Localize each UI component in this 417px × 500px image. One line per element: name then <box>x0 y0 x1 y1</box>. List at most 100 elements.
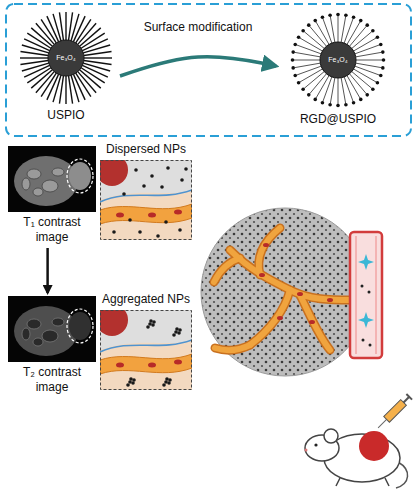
tumor-illustration-part <box>356 236 357 354</box>
particle-symbol-part-part <box>338 16 339 42</box>
particle-name: USPIO <box>18 108 114 123</box>
tumor-illustration-part-part <box>263 243 269 247</box>
inset-illustration-part-part <box>116 363 124 368</box>
mri-scan-part <box>67 159 93 193</box>
mouse-illustration-part <box>314 443 317 446</box>
particle-symbol-part-part <box>371 87 375 91</box>
inset-illustration-part-part <box>178 328 182 332</box>
particle-symbol-part-part <box>352 15 356 19</box>
inset-illustration-part-part <box>178 228 182 232</box>
inset-illustration-part-part <box>116 213 124 218</box>
tumor-illustration-part <box>361 285 372 347</box>
mri-scan-part <box>8 146 96 212</box>
particle-symbol-part-part <box>20 61 48 65</box>
tumor-illustration-part-part <box>277 316 283 320</box>
mouse-illustration-part-part <box>378 419 386 427</box>
mri-scan-part <box>52 318 64 326</box>
inset-illustration-part-part <box>160 185 164 189</box>
inset-illustration-part-part <box>168 378 172 382</box>
inset-illustration-part <box>100 310 192 390</box>
inset-illustration <box>100 310 192 390</box>
inset-illustration-part-part <box>152 320 156 324</box>
inset-view: Aggregated NPs <box>100 292 192 390</box>
mri-image: T₂ contrast image <box>8 296 96 395</box>
inset-illustration-part-part <box>138 230 142 234</box>
mri-scan <box>8 296 96 362</box>
particle-symbol-part-part <box>328 13 332 17</box>
particle-symbol-part-part <box>352 101 356 105</box>
particle-symbol-part-part <box>84 51 112 55</box>
mri-scan-part <box>69 162 91 190</box>
tumor-illustration-part-part <box>250 290 290 345</box>
tumor-illustration-part-part <box>362 339 365 342</box>
particle-symbol-part-part <box>313 19 317 23</box>
particle-symbol-part-part <box>295 52 321 57</box>
mouse-illustration <box>305 394 413 488</box>
tumor-illustration-part-part <box>259 228 280 275</box>
mri-scan-part <box>14 306 78 356</box>
inset-illustration-part-part <box>100 310 128 336</box>
inset-illustration-part <box>101 311 192 390</box>
tumor-illustration-part <box>259 243 333 324</box>
core-label: Fe₃O₄ <box>18 53 114 63</box>
tumor-illustration-part-part <box>259 228 280 275</box>
particle-symbol-part-part <box>355 45 379 54</box>
tumor-illustration-part <box>350 232 382 358</box>
particle-symbol-part-part <box>379 74 383 78</box>
inset-illustration-part-part <box>134 168 138 172</box>
mri-scan-part <box>22 178 30 190</box>
mouse-illustration-part-part <box>404 397 410 403</box>
dashed-frame <box>6 4 411 136</box>
tumor-illustration <box>201 208 382 376</box>
tumor-illustration-part <box>201 208 369 376</box>
inset-illustration-part-part <box>148 213 156 218</box>
mri-scan-part <box>33 188 43 196</box>
inset-illustration <box>100 160 192 240</box>
particle-symbol-part-part <box>20 57 48 58</box>
inset-illustration-part-part <box>172 333 176 337</box>
particle-symbol-part-part <box>301 29 305 33</box>
inset-illustration-part-part <box>100 160 128 186</box>
particle-symbol-part-part <box>294 60 320 61</box>
particle-symbol-part-part <box>354 38 377 51</box>
mri-scan-part <box>52 168 64 176</box>
inset-illustration-part-part <box>128 218 132 222</box>
particle-symbol-part-part <box>330 78 335 104</box>
particle-symbol-part-part <box>336 13 340 17</box>
particle-symbol-part-part <box>381 50 385 54</box>
particle-symbol-part-part <box>338 78 339 104</box>
particle-symbol-part-part <box>336 104 340 108</box>
inset-illustration-part-part <box>126 383 130 387</box>
mouse-illustration-part <box>336 478 389 486</box>
inset-illustration-part-part <box>132 378 136 382</box>
core-label: Fe₃O₄ <box>282 55 394 65</box>
mouse-illustration-part <box>359 431 389 461</box>
particle-symbol-part-part <box>344 13 348 17</box>
particle-symbol-part-part <box>328 103 332 107</box>
image-caption: T₂ contrast image <box>8 362 96 395</box>
particle-symbol-part-part <box>382 58 386 62</box>
particle-symbol-part-part <box>321 15 325 19</box>
tumor-illustration-part-part <box>250 290 290 345</box>
inset-illustration-part-part <box>156 234 160 238</box>
particle-symbol-part-part <box>307 23 311 27</box>
particle-symbol-part-part <box>313 98 317 102</box>
particle-symbol-part-part <box>316 22 329 45</box>
particle-symbol-part-part <box>356 63 382 68</box>
mouse-illustration-part-part <box>384 400 407 423</box>
particle-symbol-part-part <box>356 60 382 61</box>
tumor-illustration-part-part <box>297 292 303 296</box>
inset-illustration-part <box>101 161 192 240</box>
particle-symbol-part-part <box>291 50 295 54</box>
mri-scan-part <box>8 296 96 362</box>
image-caption: T₁ contrast image <box>8 212 96 245</box>
mri-scan-part <box>27 319 41 329</box>
inset-illustration-part-part <box>180 178 184 182</box>
mouse-illustration-part <box>375 394 412 431</box>
mri-scan-part <box>42 330 58 342</box>
tumor-illustration-part-part <box>300 295 330 350</box>
tumor-illustration-part-part <box>259 273 265 277</box>
tumor-illustration-part-part <box>327 298 333 302</box>
particle-symbol-part-part <box>323 77 332 101</box>
